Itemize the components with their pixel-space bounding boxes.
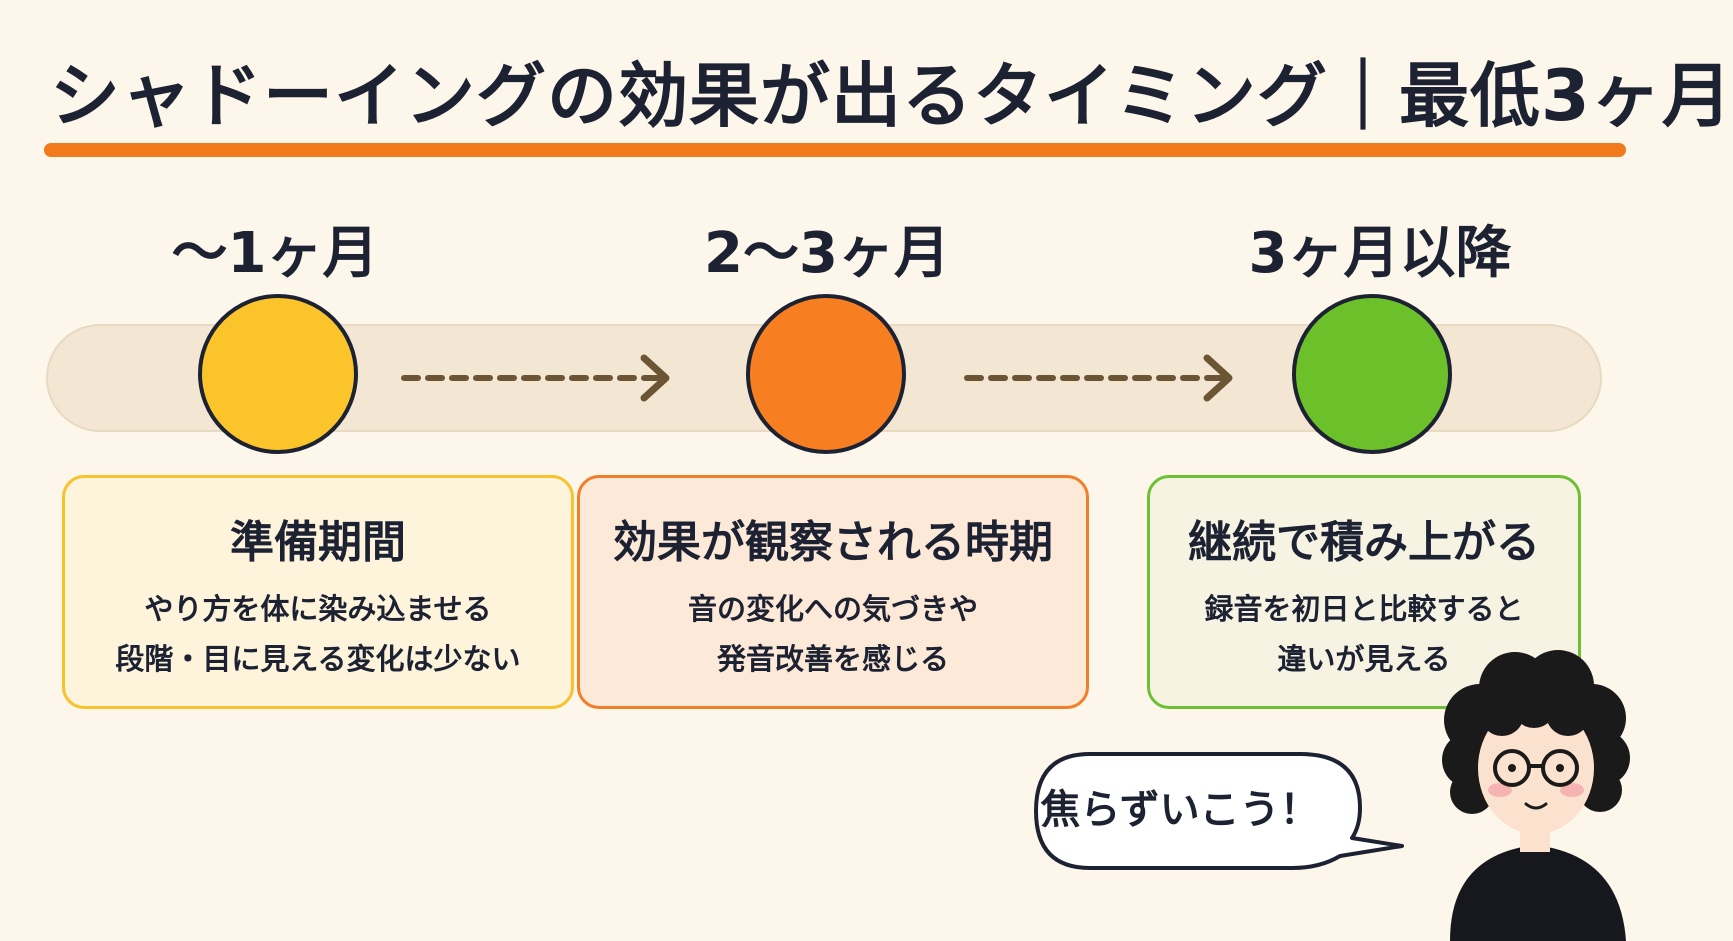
phase-dot-2 [746, 294, 906, 454]
phase-card-2: 効果が観察される時期 音の変化への気づきや 発音改善を感じる [577, 475, 1089, 709]
phase-dot-1 [198, 294, 358, 454]
speech-bubble [1034, 752, 1404, 870]
card-text-line: 発音改善を感じる [716, 642, 949, 676]
phase-label-2: 2〜3ヶ月 [704, 221, 950, 286]
phase-card-1: 準備期間 やり方を体に染み込ませる 段階・目に見える変化は少ない [62, 475, 574, 709]
character-avatar [1442, 650, 1630, 941]
arrow-right-icon [964, 354, 1233, 402]
speech-bubble-text: 焦らずいこう！ [1040, 787, 1320, 833]
phase-dot-3 [1292, 294, 1452, 454]
card-title: 準備期間 [230, 517, 406, 568]
title-underline [44, 143, 1626, 157]
glasses-icon [1493, 749, 1579, 787]
arrow-right-icon [401, 354, 670, 402]
phase-label-3: 3ヶ月以降 [1248, 221, 1512, 286]
card-text-line: 録音を初日と比較すると [1204, 592, 1524, 626]
page-title: シャドーイングの効果が出るタイミング｜最低3ヶ月 [50, 55, 1733, 137]
card-text-line: 違いが見える [1277, 642, 1451, 676]
card-text-line: 音の変化への気づきや [687, 592, 978, 626]
card-text-line: 段階・目に見える変化は少ない [115, 642, 521, 676]
card-text-line: やり方を体に染み込ませる [144, 592, 492, 626]
phase-label-1: 〜1ヶ月 [171, 221, 379, 286]
card-title: 継続で積み上がる [1188, 517, 1540, 568]
card-title: 効果が観察される時期 [613, 517, 1053, 568]
